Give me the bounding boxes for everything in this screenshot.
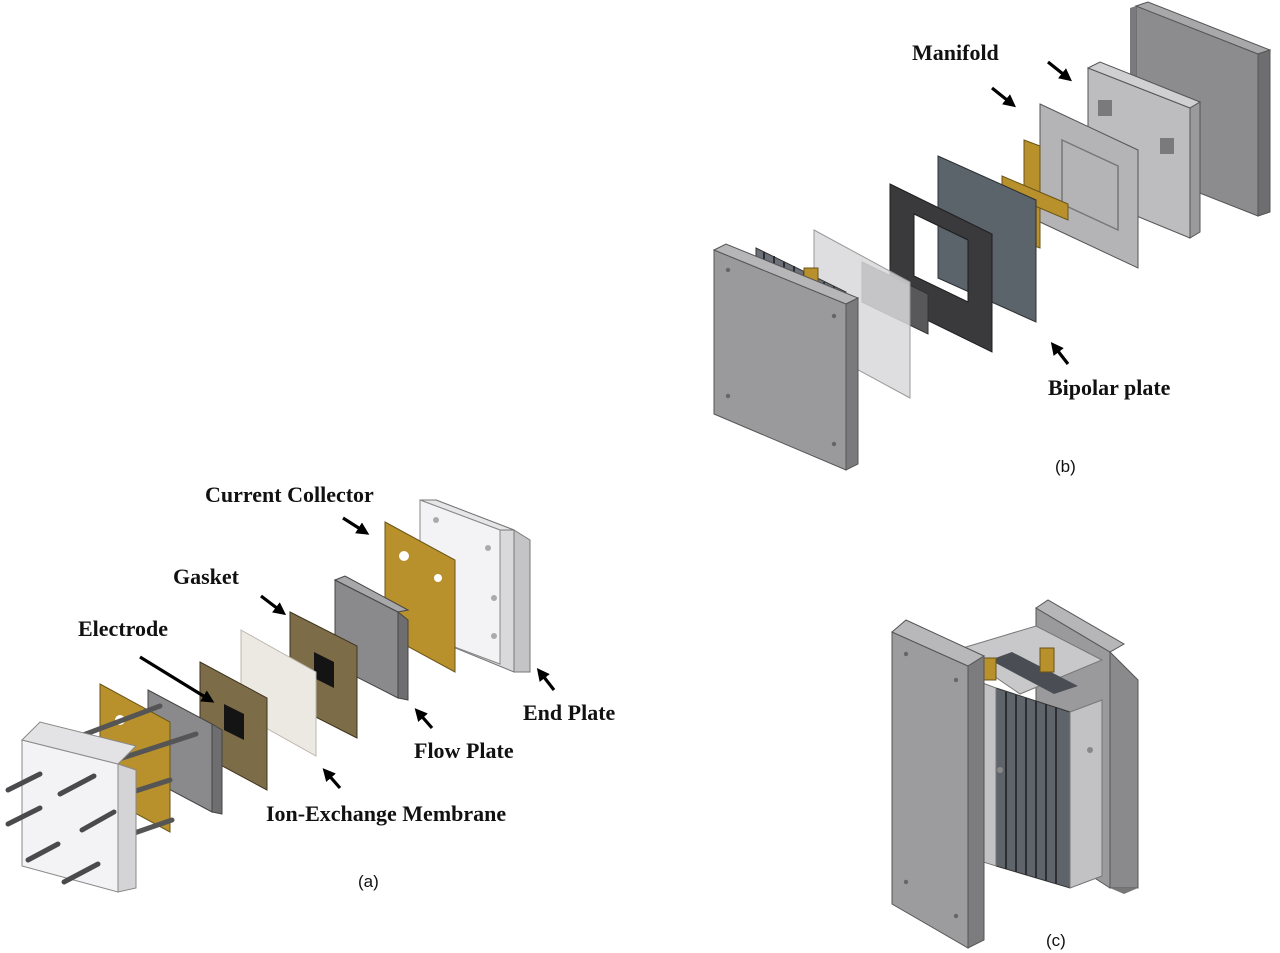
bolts <box>5 771 117 885</box>
label-gasket: Gasket <box>173 564 240 589</box>
label-ion-exchange-membrane: Ion-Exchange Membrane <box>266 801 506 826</box>
panel-a: Current Collector Gasket Electrode End P… <box>5 482 616 893</box>
label-flow-plate: Flow Plate <box>414 738 514 763</box>
end-plate-front-c <box>891 619 986 949</box>
caption-a: (a) <box>358 872 379 891</box>
end-plate-front-b <box>712 243 860 471</box>
panel-b: Manifold Bipolar plate (b) <box>712 1 1272 476</box>
caption-c: (c) <box>1046 931 1066 950</box>
panel-c: (c) <box>891 599 1139 950</box>
label-end-plate: End Plate <box>523 700 616 725</box>
label-manifold: Manifold <box>912 40 999 65</box>
label-current-collector: Current Collector <box>205 482 374 507</box>
label-electrode: Electrode <box>78 616 168 641</box>
caption-b: (b) <box>1055 457 1076 476</box>
cell-stack-c <box>963 675 1103 889</box>
stack-top-c <box>954 625 1104 695</box>
label-bipolar-plate: Bipolar plate <box>1048 375 1171 400</box>
